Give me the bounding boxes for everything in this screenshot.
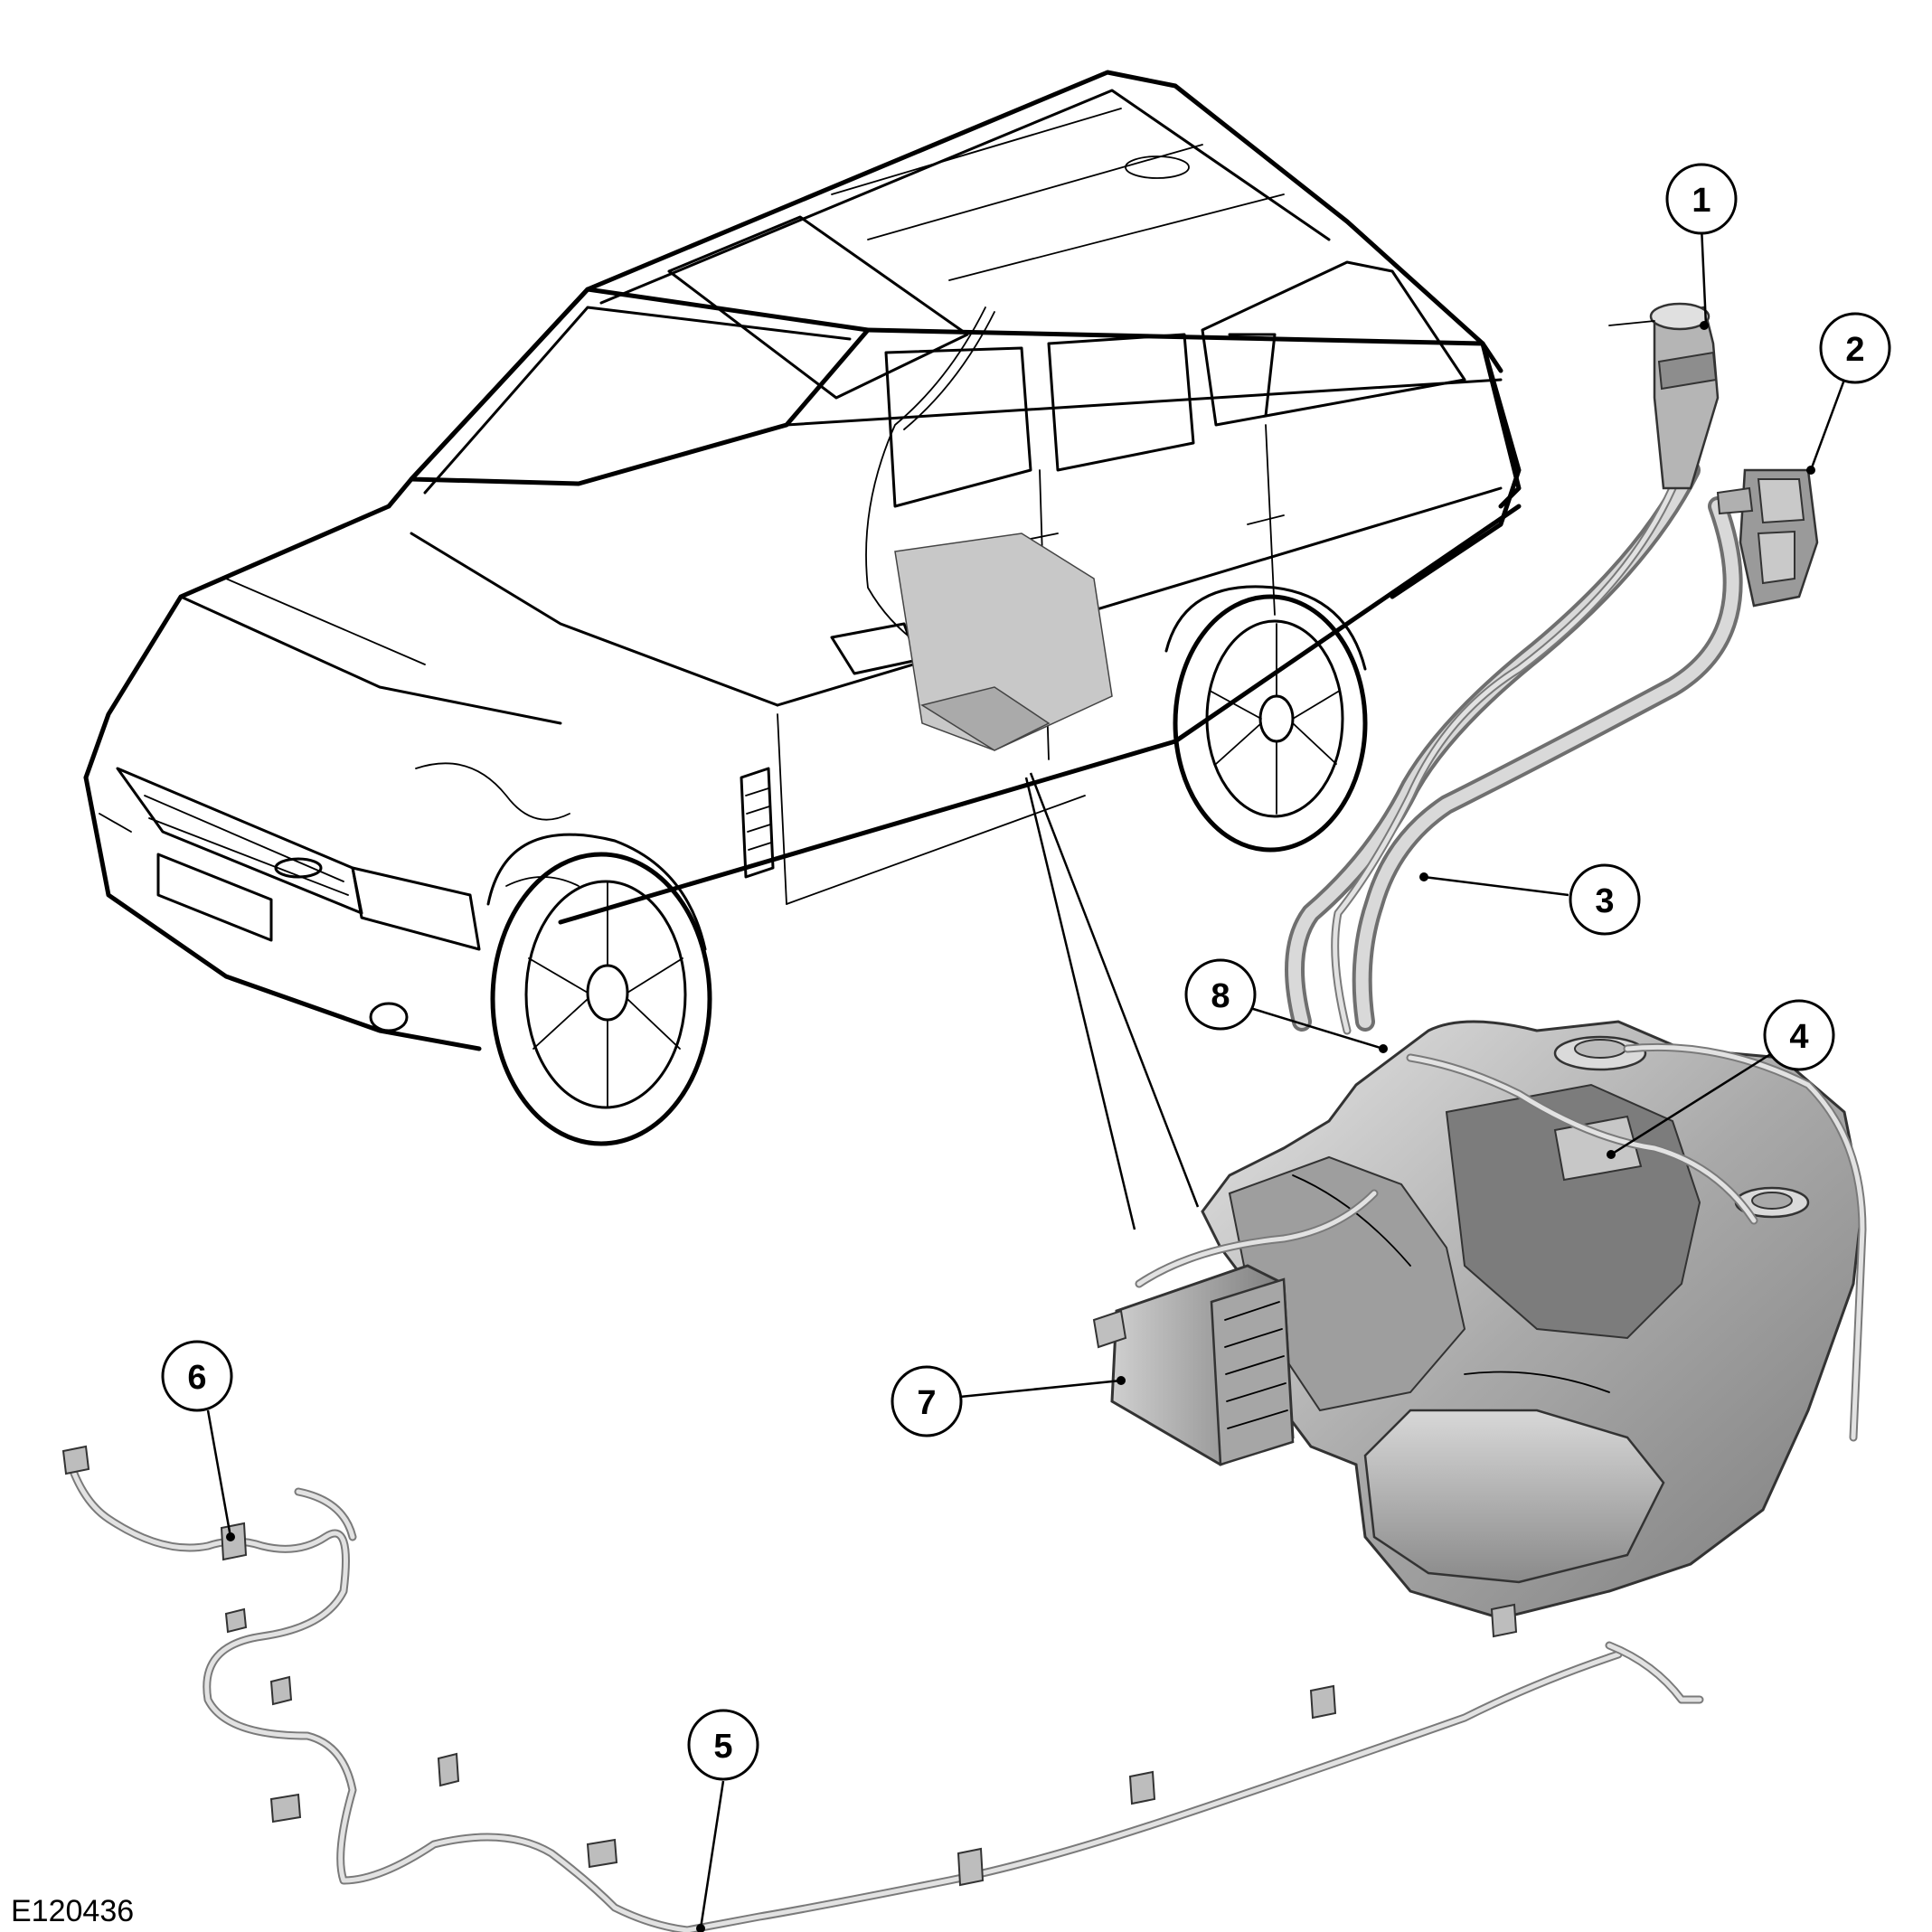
- callout-7-label: 7: [917, 1384, 936, 1422]
- callout-1-label: 1: [1692, 182, 1711, 220]
- fuel-tank-body: [1201, 1020, 1867, 1620]
- fuel-line-assembly: [61, 1445, 1704, 1932]
- callout-4-label: 4: [1789, 1018, 1808, 1056]
- callout-1: 1: [1665, 163, 1738, 330]
- evap-canister-body: [1092, 1189, 1379, 1466]
- filler-neck-assembly: [1285, 302, 1819, 1035]
- callout-5: 5: [687, 1709, 759, 1932]
- callout-2: 2: [1806, 312, 1891, 475]
- callout-6-label: 6: [187, 1359, 206, 1397]
- callout-5-label: 5: [713, 1728, 732, 1766]
- callout-6: 6: [161, 1340, 235, 1541]
- callout-3: 3: [1419, 863, 1641, 936]
- figure-reference: E120436: [11, 1894, 134, 1928]
- callout-2-label: 2: [1845, 331, 1864, 369]
- zoom-leader-right: [1029, 772, 1200, 1208]
- callout-7: 7: [891, 1365, 1126, 1437]
- callout-8-label: 8: [1211, 977, 1230, 1015]
- vehicle-outline: [83, 70, 1522, 1146]
- callout-8: 8: [1184, 958, 1388, 1053]
- callout-3-label: 3: [1595, 882, 1614, 920]
- zoom-leader-left: [1024, 777, 1136, 1230]
- callout-4: 4: [1607, 999, 1835, 1159]
